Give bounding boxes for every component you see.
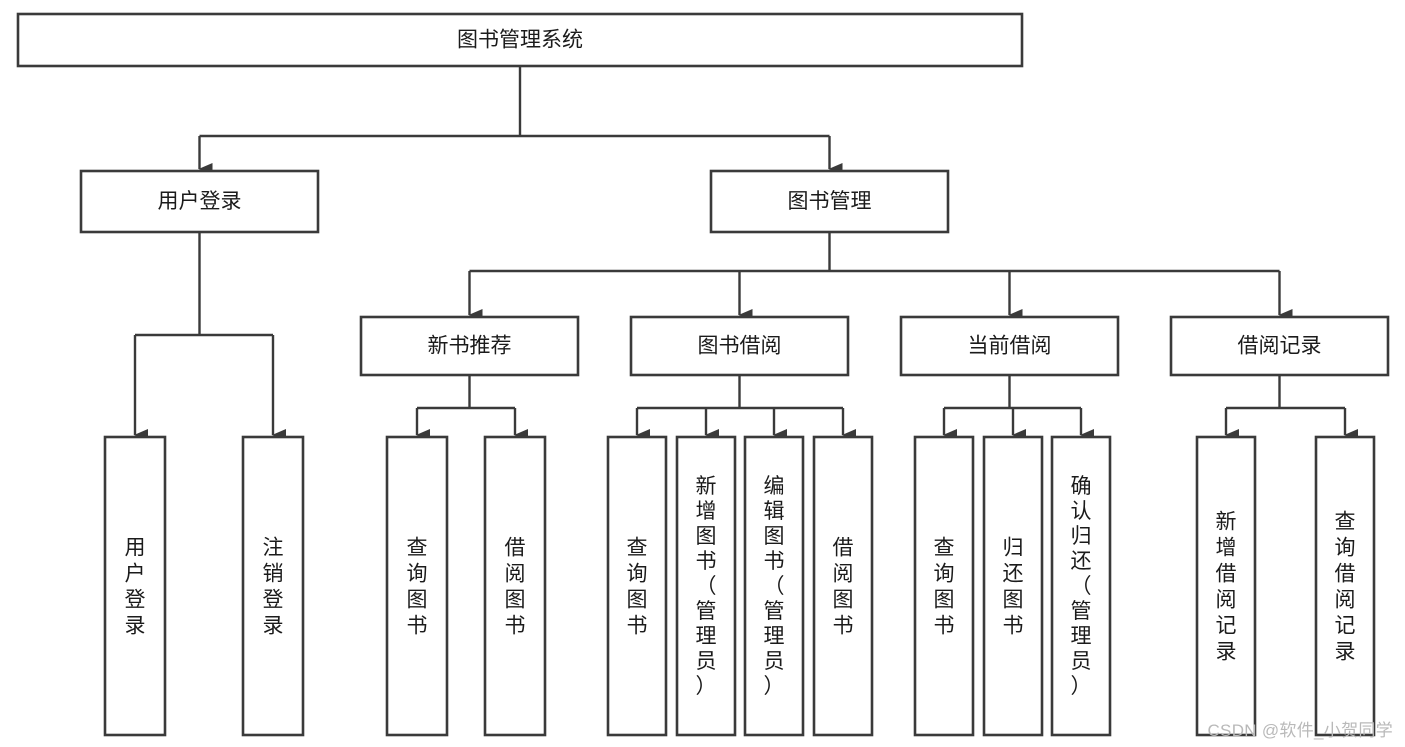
node-borrow-record[interactable]: 借阅记录 [1169,315,1390,377]
node-box-leaf-current-query[interactable] [913,435,975,737]
node-book-borrow[interactable]: 图书借阅 [629,315,850,377]
node-leaf-current-return[interactable]: 归还图书 [982,435,1044,737]
node-box-borrow-record[interactable] [1169,315,1390,377]
node-box-root[interactable] [16,12,1024,68]
node-leaf-borrow-do[interactable]: 借阅图书 [812,435,874,737]
node-leaf-logout[interactable]: 注销登录 [241,435,305,737]
node-current-borrow[interactable]: 当前借阅 [899,315,1120,377]
node-label-user-login: 用户登录 [158,190,242,213]
node-label-current-borrow: 当前借阅 [968,335,1052,358]
node-box-book-manage[interactable] [709,169,950,234]
node-label-leaf-logout: 注销登录 [263,536,284,637]
node-label-new-book-rec: 新书推荐 [428,335,512,358]
node-leaf-current-query[interactable]: 查询图书 [913,435,975,737]
node-label-leaf-record-query: 查询借阅记录 [1335,510,1356,663]
node-new-book-rec[interactable]: 新书推荐 [359,315,580,377]
node-box-leaf-borrow-edit[interactable] [743,435,805,737]
node-leaf-borrow-add[interactable]: 新增图书（管理员） [675,435,737,737]
node-box-leaf-record-query[interactable] [1314,435,1376,737]
node-label-book-borrow: 图书借阅 [698,335,782,358]
node-box-leaf-current-return[interactable] [982,435,1044,737]
node-book-manage[interactable]: 图书管理 [709,169,950,234]
node-leaf-record-query[interactable]: 查询借阅记录 [1314,435,1376,737]
node-label-leaf-current-query: 查询图书 [934,536,955,637]
node-leaf-record-add[interactable]: 新增借阅记录 [1195,435,1257,737]
node-label-leaf-rec-borrow: 借阅图书 [505,536,526,637]
csdn-watermark: CSDN @软件_小贺同学 [1207,721,1393,740]
node-leaf-current-confirm[interactable]: 确认归还（管理员） [1050,435,1112,737]
node-box-leaf-borrow-do[interactable] [812,435,874,737]
node-boxes: 图书管理系统用户登录图书管理新书推荐图书借阅当前借阅借阅记录用户登录注销登录查询… [16,12,1390,737]
node-label-leaf-user-login: 用户登录 [125,536,146,637]
node-label-leaf-current-return: 归还图书 [1003,536,1024,637]
connector-lines [133,66,1358,441]
node-box-leaf-rec-borrow[interactable] [483,435,547,737]
node-box-leaf-user-login[interactable] [103,435,167,737]
node-leaf-user-login[interactable]: 用户登录 [103,435,167,737]
node-leaf-borrow-query[interactable]: 查询图书 [606,435,668,737]
node-box-new-book-rec[interactable] [359,315,580,377]
node-leaf-rec-query[interactable]: 查询图书 [385,435,449,737]
node-label-root: 图书管理系统 [457,29,583,52]
node-box-leaf-rec-query[interactable] [385,435,449,737]
node-box-current-borrow[interactable] [899,315,1120,377]
node-label-borrow-record: 借阅记录 [1238,335,1322,358]
node-box-leaf-borrow-query[interactable] [606,435,668,737]
node-leaf-borrow-edit[interactable]: 编辑图书（管理员） [743,435,805,737]
node-leaf-rec-borrow[interactable]: 借阅图书 [483,435,547,737]
node-box-leaf-record-add[interactable] [1195,435,1257,737]
node-label-leaf-borrow-add: 新增图书（管理员） [696,475,717,698]
node-label-leaf-borrow-query: 查询图书 [627,536,648,637]
node-label-leaf-borrow-edit: 编辑图书（管理员） [764,475,785,698]
node-root[interactable]: 图书管理系统 [16,12,1024,68]
node-box-book-borrow[interactable] [629,315,850,377]
node-label-leaf-current-confirm: 确认归还（管理员） [1071,475,1092,698]
node-label-book-manage: 图书管理 [788,190,872,213]
node-label-leaf-borrow-do: 借阅图书 [833,536,854,637]
node-label-leaf-record-add: 新增借阅记录 [1216,510,1237,663]
node-box-leaf-logout[interactable] [241,435,305,737]
node-box-user-login[interactable] [79,169,320,234]
node-user-login[interactable]: 用户登录 [79,169,320,234]
node-box-leaf-borrow-add[interactable] [675,435,737,737]
node-box-leaf-current-confirm[interactable] [1050,435,1112,737]
node-label-leaf-rec-query: 查询图书 [407,536,428,637]
